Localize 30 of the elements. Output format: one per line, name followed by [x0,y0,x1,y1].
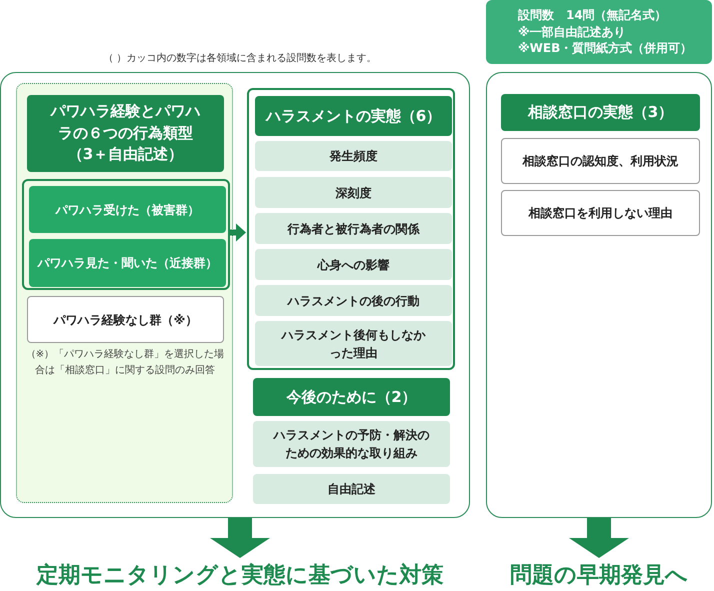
box [486,72,712,518]
header-box: 相談窓口の実態（3） [501,94,700,131]
arrow [210,518,270,558]
item-box: 相談窓口の認知度、利用状況 [501,138,700,184]
item-box: ハラスメントの予防・解決のための効果的な取り組み [253,421,450,467]
box [247,88,455,370]
result-text: 定期モニタリングと実態に基づいた対策 [0,558,480,591]
item-box: 心身への影響 [255,249,452,280]
arrow [569,518,629,558]
item-box: 深刻度 [255,177,452,208]
item-box: 発生頻度 [255,141,452,171]
item-box: 自由記述 [253,474,450,504]
note-text: （ ）カッコ内の数字は各領域に含まれる設問数を表します。 [102,52,378,66]
item-box: 行為者と被行為者の関係 [255,213,452,244]
header-box: パワハラ経験とパワハラの６つの行為類型（3＋自由記述） [27,95,224,172]
item-box: ハラスメント後何もしなかった理由 [255,321,452,366]
note-text: （※）「パワハラ経験なし群」を選択した場合は「相談窓口」に関する設問のみ回答 [25,348,225,378]
item-box: ハラスメントの後の行動 [255,285,452,316]
group-box: パワハラ見た・聞いた（近接群） [29,239,226,287]
result-text: 問題の早期発見へ [486,558,712,591]
category-box: パワハラ経験なし群（※） [27,296,224,343]
group-box: パワハラ受けた（被害群） [29,186,226,233]
box [22,179,230,290]
box [0,72,470,518]
box [16,83,233,503]
header-box: 今後のために（2） [253,378,450,416]
info-box: 設問数 14問（無記名式） ※一部自由記述あり ※WEB・質問紙方式（併用可） [486,0,712,64]
arrow [228,224,246,242]
header-box: ハラスメントの実態（6） [255,96,452,136]
item-box: 相談窓口を利用しない理由 [501,190,700,236]
